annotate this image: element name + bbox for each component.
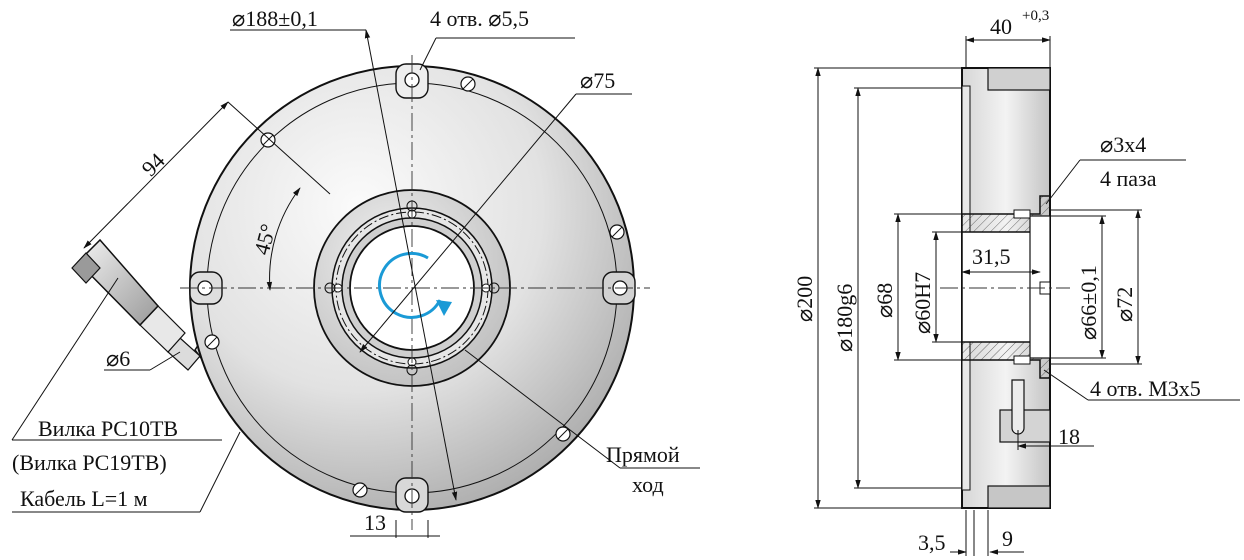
label-dia68: ⌀68 [872, 283, 897, 318]
bolt-holes [204, 76, 625, 498]
label-40-tol: +0,3 [1022, 8, 1049, 24]
label-direct1: Прямой [606, 442, 680, 467]
label-slots4: 4 паза [1100, 166, 1157, 191]
label-holes4: 4 отв. ⌀5,5 [430, 6, 529, 31]
label-dia3x4: ⌀3x4 [1100, 132, 1146, 157]
label-dia180: ⌀180g6 [832, 284, 857, 352]
label-dia75: ⌀75 [580, 68, 615, 93]
side-view [814, 36, 1240, 556]
label-holesM3: 4 отв. M3x5 [1090, 376, 1201, 401]
label-plug2: (Вилка PC19TB) [12, 450, 167, 475]
label-3-5: 3,5 [918, 530, 946, 555]
label-dia72: ⌀72 [1112, 287, 1137, 322]
label-direct2: ход [632, 472, 664, 497]
label-plug1: Вилка PC10TB [38, 416, 178, 441]
label-9: 9 [1002, 526, 1013, 551]
label-dia6: ⌀6 [106, 346, 130, 371]
label-dia200: ⌀200 [792, 276, 817, 322]
label-18: 18 [1058, 424, 1080, 449]
label-cable: Кабель L=1 м [20, 486, 148, 511]
label-31-5: 31,5 [972, 244, 1011, 269]
labels: ⌀188±0,1 4 отв. ⌀5,5 ⌀75 94 45° ⌀6 Вилка… [12, 6, 1201, 555]
label-dia60: ⌀60H7 [910, 272, 935, 334]
label-94: 94 [136, 148, 169, 181]
front-view [11, 29, 700, 538]
label-13: 13 [364, 510, 386, 535]
label-dia66: ⌀66±0,1 [1076, 265, 1101, 340]
label-dia188: ⌀188±0,1 [232, 6, 318, 31]
label-40: 40 [990, 14, 1012, 39]
